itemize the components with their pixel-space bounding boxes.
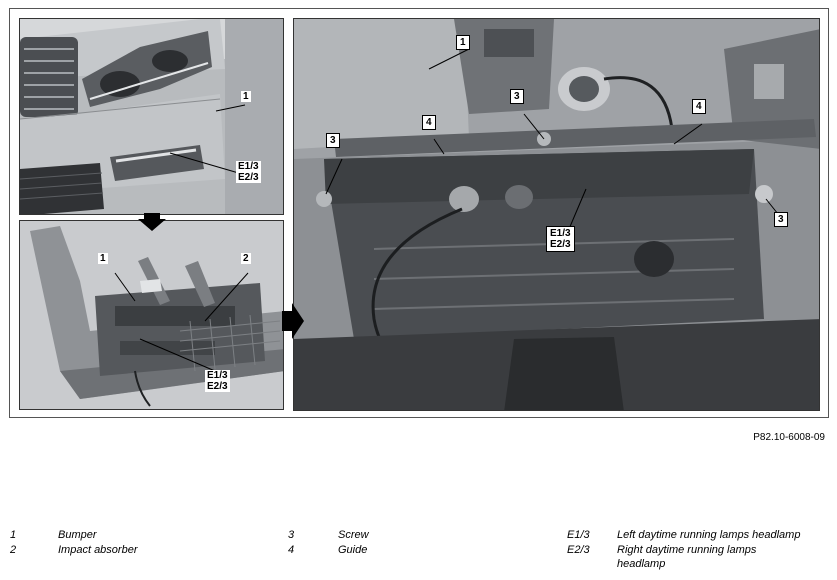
figure-frame: 1 E1/3 E2/3 1 2 E1/3 E2/3 1 3 3 3 4 4 E1… [9, 8, 829, 418]
callout-r-3a: 3 [510, 89, 524, 104]
legend-label: Right daytime running lamps headlamp [617, 544, 757, 570]
callout-tl-e: E1/3 E2/3 [236, 161, 261, 183]
arrow-right-icon [282, 303, 304, 339]
car-front-illustration [20, 19, 283, 214]
legend-key: 3 [288, 529, 295, 541]
legend-key: E2/3 [567, 544, 590, 556]
bumper-removed-illustration [20, 221, 283, 409]
legend: 1 Bumper 2 Impact absorber 3 Screw 4 Gui… [0, 528, 837, 578]
photo-car-front [19, 18, 284, 215]
callout-r-4a: 4 [422, 115, 436, 130]
callout-r-4b: 4 [692, 99, 706, 114]
legend-label: Guide [338, 544, 368, 556]
legend-label: Screw [338, 529, 369, 541]
figure-reference-code: P82.10-6008-09 [753, 432, 825, 443]
photo-bumper-removed [19, 220, 284, 410]
photo-drl-closeup [293, 18, 820, 411]
legend-label: Left daytime running lamps headlamp [617, 529, 801, 541]
callout-tl-1: 1 [241, 91, 251, 102]
callout-r-e: E1/3 E2/3 [546, 226, 575, 252]
legend-key: 4 [288, 544, 295, 556]
arrow-down-icon [138, 213, 166, 231]
legend-label: Impact absorber [58, 544, 138, 556]
drl-closeup-illustration [294, 19, 819, 410]
callout-bl-2: 2 [241, 253, 251, 264]
callout-bl-e: E1/3 E2/3 [205, 370, 230, 392]
legend-key: 1 [10, 529, 17, 541]
callout-r-1: 1 [456, 35, 470, 50]
callout-r-3b: 3 [326, 133, 340, 148]
callout-r-3c: 3 [774, 212, 788, 227]
legend-key: E1/3 [567, 529, 590, 541]
callout-bl-1: 1 [98, 253, 108, 264]
legend-key: 2 [10, 544, 17, 556]
legend-label: Bumper [58, 529, 97, 541]
